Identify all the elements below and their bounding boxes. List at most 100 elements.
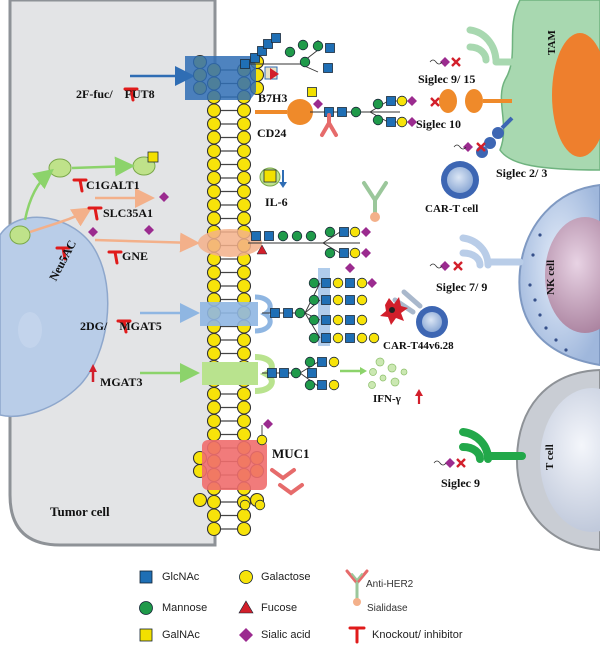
glycan-glcnac [267,368,277,378]
glycan-glcnac [250,53,260,63]
glycan-galactose [396,95,408,107]
glycan-galactose [349,226,361,238]
anti-her2-antibody-top [320,113,338,137]
sialic-acid-icon [440,57,450,67]
label-mgat5: MGAT5 [119,319,162,333]
glycan-mannose [294,307,306,319]
label-car-t44: CAR-T44v6.28 [383,340,454,352]
knockout-icon [55,246,71,261]
legend-galnac-icon [139,628,153,642]
knockout-icon [87,206,103,221]
glycan-glcnac [325,43,335,53]
legend-glcnac: GlcNAc [162,571,200,583]
anti-her2-antibody-mid [362,181,388,222]
glycan-galactose [396,116,408,128]
legend-sialic-acid-icon [239,628,253,642]
glycan-galnac [147,151,159,163]
glycan-mannose [350,106,362,118]
label-c1galt1: C1GALT1 [86,178,140,192]
knockout-icon [107,250,123,265]
glycan-galactose [332,332,344,344]
glycan-mannose [308,294,320,306]
legend-sialidase: Sialidase [367,603,408,614]
glycan-mannose [312,40,324,52]
ifn-gamma-droplets [368,357,408,389]
label-car-t-cell: CAR-T cell [425,203,479,215]
glycan-glcnac [279,368,289,378]
tam-nucleus [552,33,600,157]
glycan-sialic [361,248,371,258]
glycan-galactose [332,277,344,289]
glycan-sialic [407,117,417,127]
glycan-glcnac [321,278,331,288]
glycan-mannose [284,46,296,58]
glycan-glcnac [251,231,261,241]
glycan-glcnac [345,333,355,343]
glycan-mannose [305,230,317,242]
legend-galnac: GalNAc [162,629,200,641]
glycan-galactose [368,332,380,344]
glycan-glcnac [386,117,396,127]
glycan-galactose [256,434,268,446]
block-cross-icon [451,57,461,67]
label-siglec-9: Siglec 9 [441,476,480,490]
tumor-cell-body [8,0,217,547]
siglec-9-15-receptor [466,26,529,66]
glycan-fucose [256,244,268,255]
legend-sialic-acid: Sialic acid [261,629,311,641]
glycan-sialic [144,225,154,235]
glycan-glcnac [345,315,355,325]
glycan-mannose [308,277,320,289]
label-siglec-7-9: Siglec 7/ 9 [436,280,488,294]
glycan-mannose [297,39,309,51]
sialic-acid-icon [445,458,455,468]
glycan-mannose [372,114,384,126]
glycan-glcnac [283,308,293,318]
glycan-glcnac [339,248,349,258]
legend-symbols [139,569,369,644]
glycan-glcnac [240,59,250,69]
glycan-sialic [407,96,417,106]
glycan-glcnac [264,231,274,241]
label-b7h3: B7H3 [258,91,288,105]
glycan-glcnac [321,333,331,343]
glycan-glcnac [257,46,267,56]
glycan-mannose [308,314,320,326]
glycan-mannose [372,98,384,110]
label-dg-prefix: 2DG/MGAT5 [80,319,162,333]
car-t-cell-body [441,161,479,199]
glycan-glcnac [270,308,280,318]
label-fuc-prefix: 2F-fuc/FUT8 [76,87,155,101]
glycan-sialic [88,227,98,237]
legend-fucose-icon [238,600,254,614]
glycan-galactose [328,379,340,391]
glycan-mannose [304,356,316,368]
label-cd24: CD24 [257,126,287,140]
glycan-mannose [308,332,320,344]
glycan-glcnac [386,96,396,106]
legend-mannose: Mannose [162,602,208,614]
glycan-mannose [277,230,289,242]
glycan-galnac [307,87,317,97]
legend-mannose-icon [139,601,153,615]
glycan-galactose [328,356,340,368]
knockout-icon [72,178,88,193]
glycan-sialic [263,419,273,429]
glycan-mannose [304,379,316,391]
glycan-mannose [324,247,336,259]
glycan-galactose [356,314,368,326]
glycan-galactose [239,499,251,511]
glycan-glcnac [263,39,273,49]
label-tam: TAM [546,30,558,55]
glycan-mannose [299,56,311,68]
glycan-galactose [356,277,368,289]
label-nk-cell: NK cell [545,259,557,295]
legend-galactose: Galactose [261,571,311,583]
nk-granules [528,233,568,352]
glycan-galactose [356,332,368,344]
glycan-mannose [290,367,302,379]
glycan-glcnac [323,63,333,73]
label-mgat3: MGAT3 [100,375,143,389]
sialic-acid-icon [463,142,473,152]
glycan-glcnac [317,357,327,367]
